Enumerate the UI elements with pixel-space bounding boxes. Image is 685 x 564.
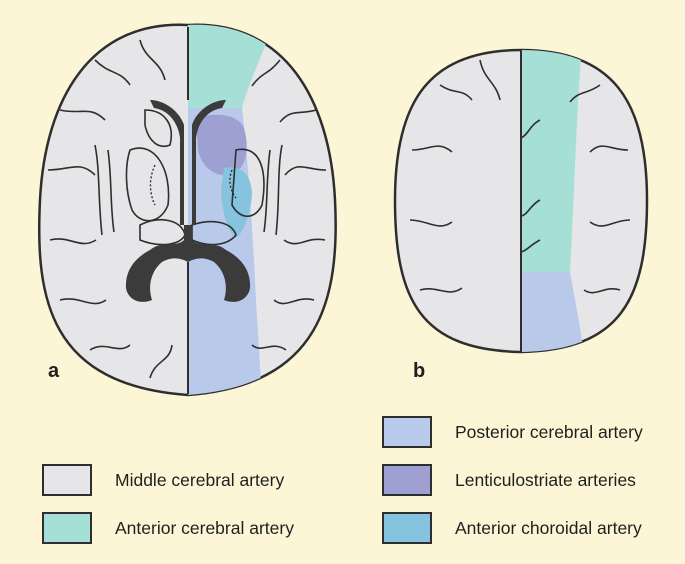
lenticulostriate-territory — [196, 114, 247, 176]
lateral-ventricles — [125, 100, 251, 302]
legend-label-anterior-choroidal: Anterior choroidal artery — [455, 517, 642, 538]
anterior-cerebral-territory-a — [188, 24, 275, 108]
sulci-right — [251, 59, 327, 351]
legend-label-lenticulostriate: Lenticulostriate arteries — [455, 469, 636, 490]
sulci-left — [47, 39, 173, 379]
posterior-cerebral-territory-b — [521, 272, 585, 352]
legend-label-middle-cerebral: Middle cerebral artery — [115, 469, 285, 490]
right-thalamus-outline — [191, 220, 237, 246]
panel-label-a: a — [48, 360, 60, 382]
swatch-posterior-cerebral — [382, 416, 432, 448]
swatch-middle-cerebral — [42, 464, 92, 496]
right-lentiform-outline — [231, 148, 265, 218]
axial-brain-outline — [37, 23, 337, 397]
swatch-anterior-cerebral — [42, 512, 92, 544]
superior-view-brain — [393, 48, 649, 354]
swatch-lenticulostriate — [382, 464, 432, 496]
left-caudate-outline — [144, 109, 172, 147]
right-insula-outline — [263, 144, 283, 236]
legend-item-middle-cerebral: Middle cerebral artery — [42, 464, 284, 496]
anterior-choroidal-territory — [221, 167, 252, 238]
legend-label-anterior-cerebral: Anterior cerebral artery — [115, 517, 294, 538]
legend-label-posterior-cerebral: Posterior cerebral artery — [455, 421, 643, 442]
superior-sulci — [409, 59, 631, 294]
legend-item-anterior-choroidal: Anterior choroidal artery — [382, 512, 642, 544]
left-insula-outline — [94, 144, 115, 236]
anterior-cerebral-territory-b — [521, 50, 582, 272]
axial-section-brain — [37, 23, 337, 397]
legend-item-lenticulostriate: Lenticulostriate arteries — [382, 464, 636, 496]
legend-item-posterior-cerebral: Posterior cerebral artery — [382, 416, 643, 448]
swatch-anterior-choroidal — [382, 512, 432, 544]
panel-label-b: b — [413, 360, 426, 382]
legend-item-anterior-cerebral: Anterior cerebral artery — [42, 512, 294, 544]
dotted-internal-capsule-left — [149, 164, 156, 206]
